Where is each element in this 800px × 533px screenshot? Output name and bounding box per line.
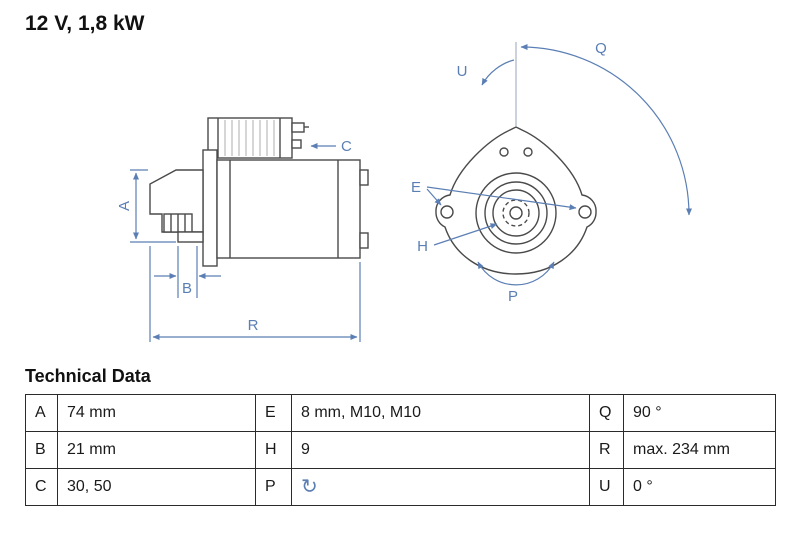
mount-hole-left (440, 205, 454, 219)
tech-value-u: 0 ° (623, 468, 776, 506)
dim-label-u: U (457, 63, 468, 80)
tech-value-c: 30, 50 (57, 468, 256, 506)
dim-label-a: A (116, 201, 133, 211)
table-row: A 74 mm E 8 mm, M10, M10 Q 90 ° (25, 394, 776, 432)
dim-label-b: B (182, 280, 192, 297)
table-row: C 30, 50 P ↻ U 0 ° (25, 468, 776, 506)
table-row: B 21 mm H 9 R max. 234 mm (25, 431, 776, 469)
dim-label-h: H (417, 238, 428, 255)
dim-label-q: Q (595, 40, 607, 57)
technical-data-heading: Technical Data (25, 366, 151, 386)
tech-value-p: ↻ (291, 468, 590, 506)
tech-key-r: R (589, 431, 624, 469)
leader-h (433, 223, 498, 246)
leader-e-right (426, 186, 577, 211)
tech-key-h: H (255, 431, 292, 469)
mount-flange (202, 149, 218, 267)
tech-value-b: 21 mm (57, 431, 256, 469)
side-dimensions (130, 143, 361, 342)
dim-label-r: R (248, 317, 259, 334)
technical-data-table: A 74 mm E 8 mm, M10, M10 Q 90 ° B 21 mm … (25, 394, 776, 506)
solenoid-hatch (224, 120, 275, 156)
end-dimensions (426, 44, 692, 286)
tech-key-a: A (25, 394, 58, 432)
lower-bracket (177, 231, 204, 243)
technical-drawing: A B R C U Q E H P (116, 40, 692, 342)
tech-value-r: max. 234 mm (623, 431, 776, 469)
flange-outline (435, 126, 597, 275)
motor-body (216, 159, 361, 259)
dim-label-p: P (508, 288, 518, 305)
rotation-p-arc (477, 261, 555, 286)
tech-value-e: 8 mm, M10, M10 (291, 394, 590, 432)
terminal-stud-upper (291, 122, 305, 133)
tech-key-b: B (25, 431, 58, 469)
leader-e-left (426, 188, 442, 206)
angle-u-arc (481, 59, 515, 86)
page-title: 12 V, 1,8 kW (25, 12, 145, 35)
tech-key-u: U (589, 468, 624, 506)
rotation-icon: ↻ (301, 475, 318, 498)
tech-key-e: E (255, 394, 292, 432)
tech-key-q: Q (589, 394, 624, 432)
terminal-stud-lower (291, 139, 302, 149)
side-view (149, 117, 369, 267)
tech-value-q: 90 ° (623, 394, 776, 432)
tech-key-p: P (255, 468, 292, 506)
tech-key-c: C (25, 468, 58, 506)
angle-q-arc (520, 44, 692, 216)
dim-label-e: E (411, 179, 421, 196)
tech-value-h: 9 (291, 431, 590, 469)
solenoid-body (207, 117, 293, 159)
tech-value-a: 74 mm (57, 394, 256, 432)
dim-label-c: C (341, 138, 352, 155)
